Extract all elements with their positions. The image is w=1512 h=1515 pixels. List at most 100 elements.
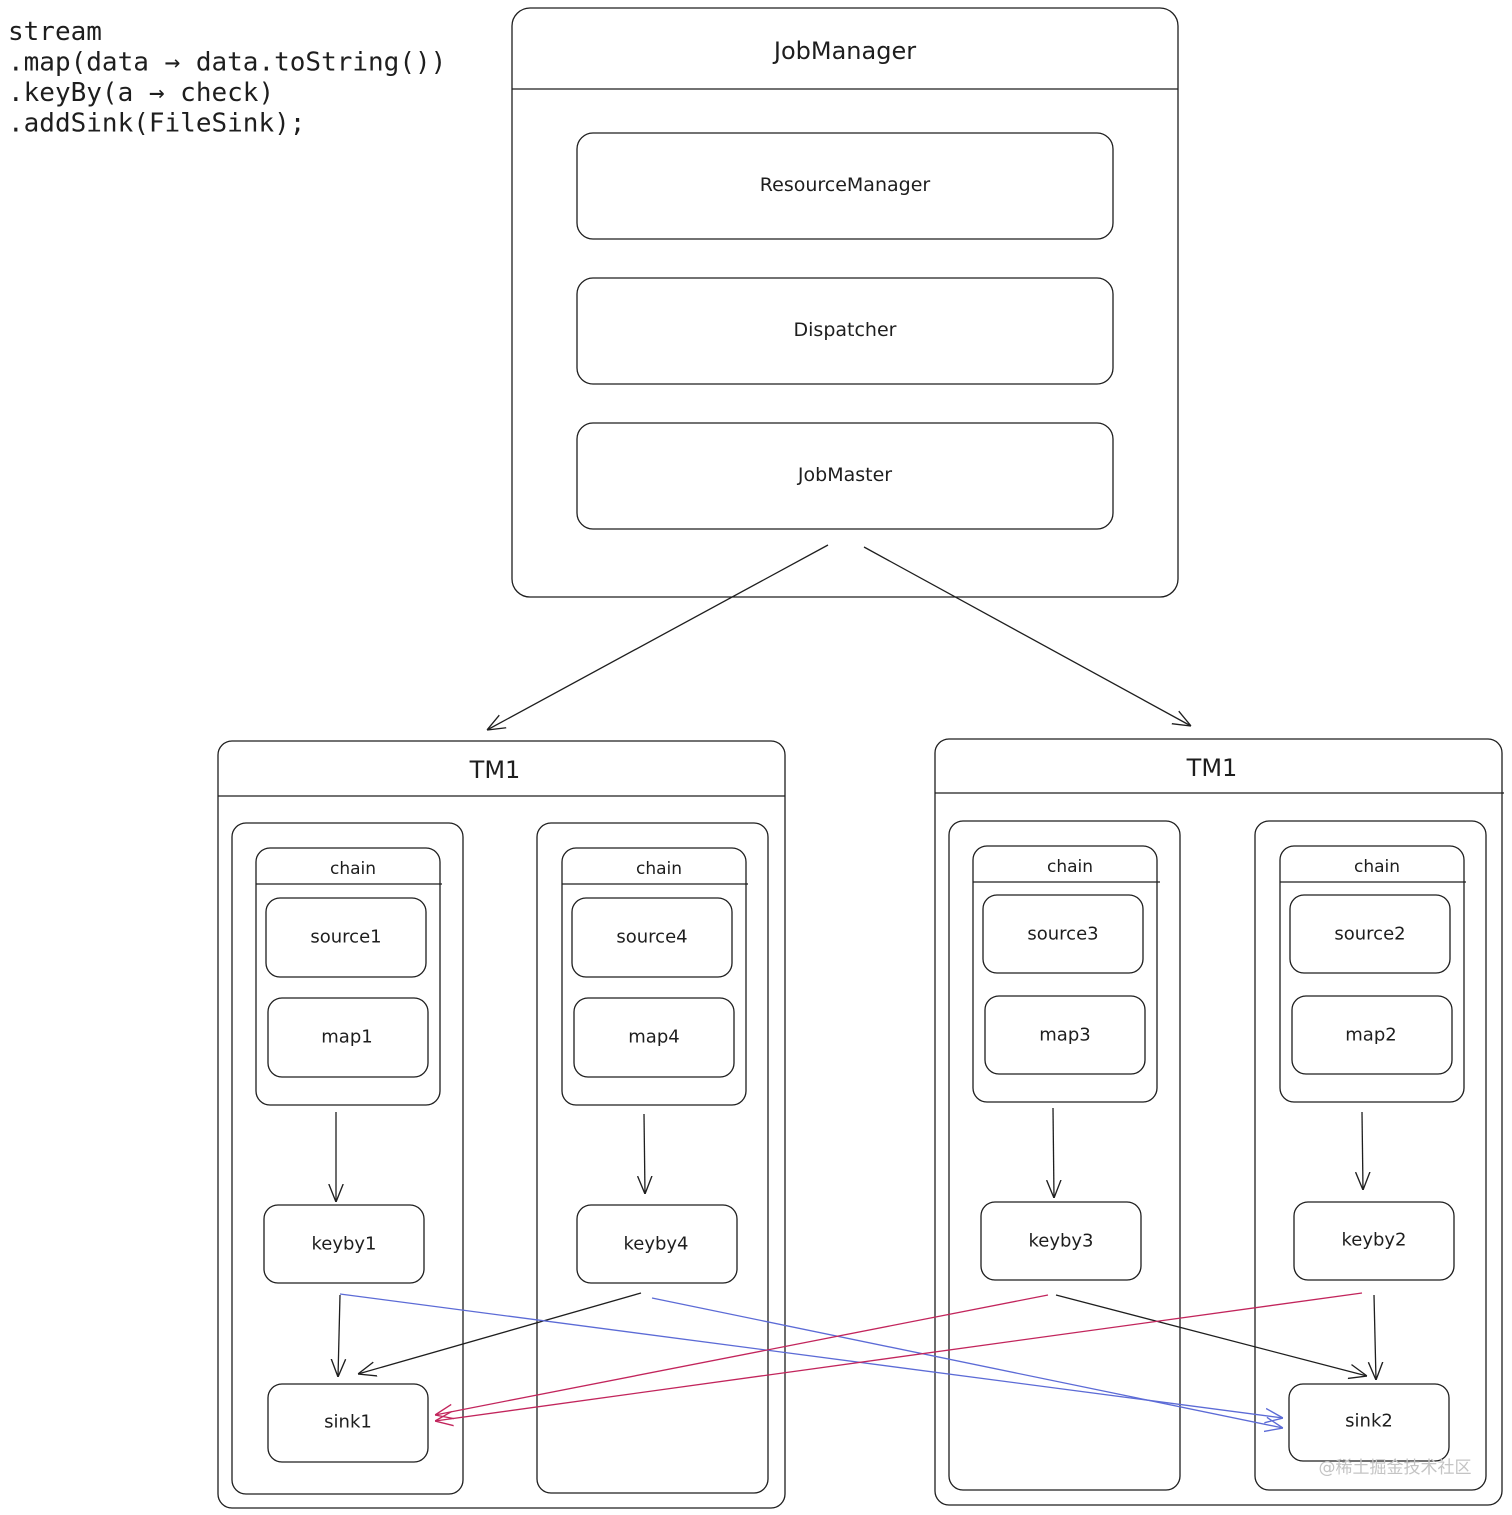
chain-3: chain — [972, 845, 1160, 1103]
job-master-box — [576, 422, 1114, 530]
arrow-keyby4-to-sink1 — [358, 1292, 642, 1374]
source2-label: source2 — [1334, 924, 1405, 945]
chain-1-label: chain — [330, 859, 376, 879]
arrow-chain2-to-keyby2 — [1362, 1111, 1363, 1190]
slot-3-box — [948, 820, 1181, 1491]
source2-box — [1289, 894, 1451, 974]
map1-node: map1 — [267, 997, 429, 1078]
task-manager-right-box — [934, 738, 1503, 1506]
sink2-label: sink2 — [1345, 1411, 1393, 1432]
source3-box — [982, 894, 1144, 974]
resource-manager-box — [576, 132, 1114, 240]
map2-box — [1291, 995, 1453, 1075]
arrow-jobmanager-to-tm-right — [863, 546, 1191, 726]
source3-node: source3 — [982, 894, 1144, 974]
job-manager: JobManager ResourceManager Dispatcher Jo… — [511, 7, 1179, 598]
sink2-node: sink2 — [1288, 1383, 1450, 1462]
chain-4-label: chain — [636, 859, 682, 879]
source4-node: source4 — [571, 897, 733, 978]
map1-box — [267, 997, 429, 1078]
arrow-chain4-to-keyby4 — [644, 1113, 645, 1194]
keyby3-box — [980, 1201, 1142, 1281]
slot-1-box — [231, 822, 464, 1495]
chain-2: chain — [1279, 845, 1466, 1103]
resource-manager-node: ResourceManager — [576, 132, 1114, 240]
arrow-keyby1-to-sink2 — [339, 1293, 1283, 1418]
arrow-keyby1-to-sink1 — [338, 1294, 340, 1377]
slot-4: chain source2 map2 keyby2 sink2 — [1254, 820, 1487, 1491]
keyby2-label: keyby2 — [1341, 1230, 1406, 1251]
chain-4-box — [561, 847, 747, 1106]
code-line-1: stream — [8, 17, 102, 47]
task-manager-left: TM1 chain source1 map1 keyby1 — [217, 740, 786, 1509]
slot-2-box — [536, 822, 769, 1494]
code-line-4: .addSink(FileSink); — [8, 109, 305, 139]
chain-2-label: chain — [1354, 857, 1400, 877]
task-manager-right: TM1 chain source3 map3 keyby3 — [934, 738, 1504, 1506]
arrow-keyby3-to-sink2 — [1055, 1294, 1367, 1376]
arrow-keyby2-to-sink1 — [435, 1292, 1363, 1421]
map3-node: map3 — [984, 995, 1146, 1075]
slot-1: chain source1 map1 keyby1 sink1 — [231, 822, 464, 1495]
task-manager-left-title: TM1 — [469, 756, 521, 784]
chain-2-box — [1279, 845, 1465, 1103]
slot-3: chain source3 map3 keyby3 — [948, 820, 1181, 1491]
source1-node: source1 — [265, 897, 427, 978]
arrow-chain3-to-keyby3 — [1053, 1107, 1054, 1198]
source1-label: source1 — [310, 927, 381, 948]
task-manager-left-box — [217, 740, 786, 1509]
arrow-keyby2-to-sink2 — [1374, 1294, 1376, 1380]
map3-label: map3 — [1039, 1025, 1090, 1046]
keyby3-node: keyby3 — [980, 1201, 1142, 1281]
job-master-node: JobMaster — [576, 422, 1114, 530]
arrow-jobmanager-to-tm-left — [487, 544, 829, 730]
source4-label: source4 — [616, 927, 687, 948]
job-manager-title: JobManager — [772, 37, 916, 65]
map2-node: map2 — [1291, 995, 1453, 1075]
chain-1: chain — [255, 847, 442, 1106]
chain-3-label: chain — [1047, 857, 1093, 877]
resource-manager-label: ResourceManager — [760, 174, 931, 196]
keyby1-box — [263, 1204, 425, 1284]
task-manager-right-title: TM1 — [1186, 754, 1238, 782]
dispatcher-box — [576, 277, 1114, 385]
source1-box — [265, 897, 427, 978]
map3-box — [984, 995, 1146, 1075]
chain-1-box — [255, 847, 441, 1106]
slot-4-box — [1254, 820, 1487, 1491]
sink1-node: sink1 — [267, 1383, 429, 1463]
source2-node: source2 — [1289, 894, 1451, 974]
keyby2-box — [1293, 1201, 1455, 1281]
chain-4: chain — [561, 847, 748, 1106]
code-line-2: .map(data → data.toString()) — [8, 48, 446, 78]
job-master-label: JobMaster — [797, 464, 892, 486]
keyby4-box — [576, 1204, 738, 1284]
dispatcher-label: Dispatcher — [794, 319, 897, 341]
map4-node: map4 — [573, 997, 735, 1078]
sink1-label: sink1 — [324, 1412, 372, 1433]
arrow-keyby4-to-sink2 — [651, 1297, 1283, 1428]
map1-label: map1 — [321, 1027, 372, 1048]
job-manager-box — [511, 7, 1179, 598]
keyby3-label: keyby3 — [1028, 1231, 1093, 1252]
keyby2-node: keyby2 — [1293, 1201, 1455, 1281]
keyby1-label: keyby1 — [311, 1234, 376, 1255]
dispatcher-node: Dispatcher — [576, 277, 1114, 385]
keyby4-node: keyby4 — [576, 1204, 738, 1284]
sink2-box — [1288, 1383, 1450, 1462]
source4-box — [571, 897, 733, 978]
source3-label: source3 — [1027, 924, 1098, 945]
map4-label: map4 — [628, 1027, 679, 1048]
code-snippet: stream .map(data → data.toString()) .key… — [8, 17, 446, 139]
map2-label: map2 — [1345, 1025, 1396, 1046]
arrow-keyby3-to-sink1 — [435, 1294, 1049, 1415]
map4-box — [573, 997, 735, 1078]
sink1-box — [267, 1383, 429, 1463]
keyby1-node: keyby1 — [263, 1204, 425, 1284]
chain-3-box — [972, 845, 1158, 1103]
code-line-3: .keyBy(a → check) — [8, 78, 274, 108]
watermark: @稀土掘金技术社区 — [1319, 1458, 1472, 1478]
slot-2: chain source4 map4 keyby4 — [536, 822, 769, 1494]
keyby4-label: keyby4 — [623, 1234, 688, 1255]
